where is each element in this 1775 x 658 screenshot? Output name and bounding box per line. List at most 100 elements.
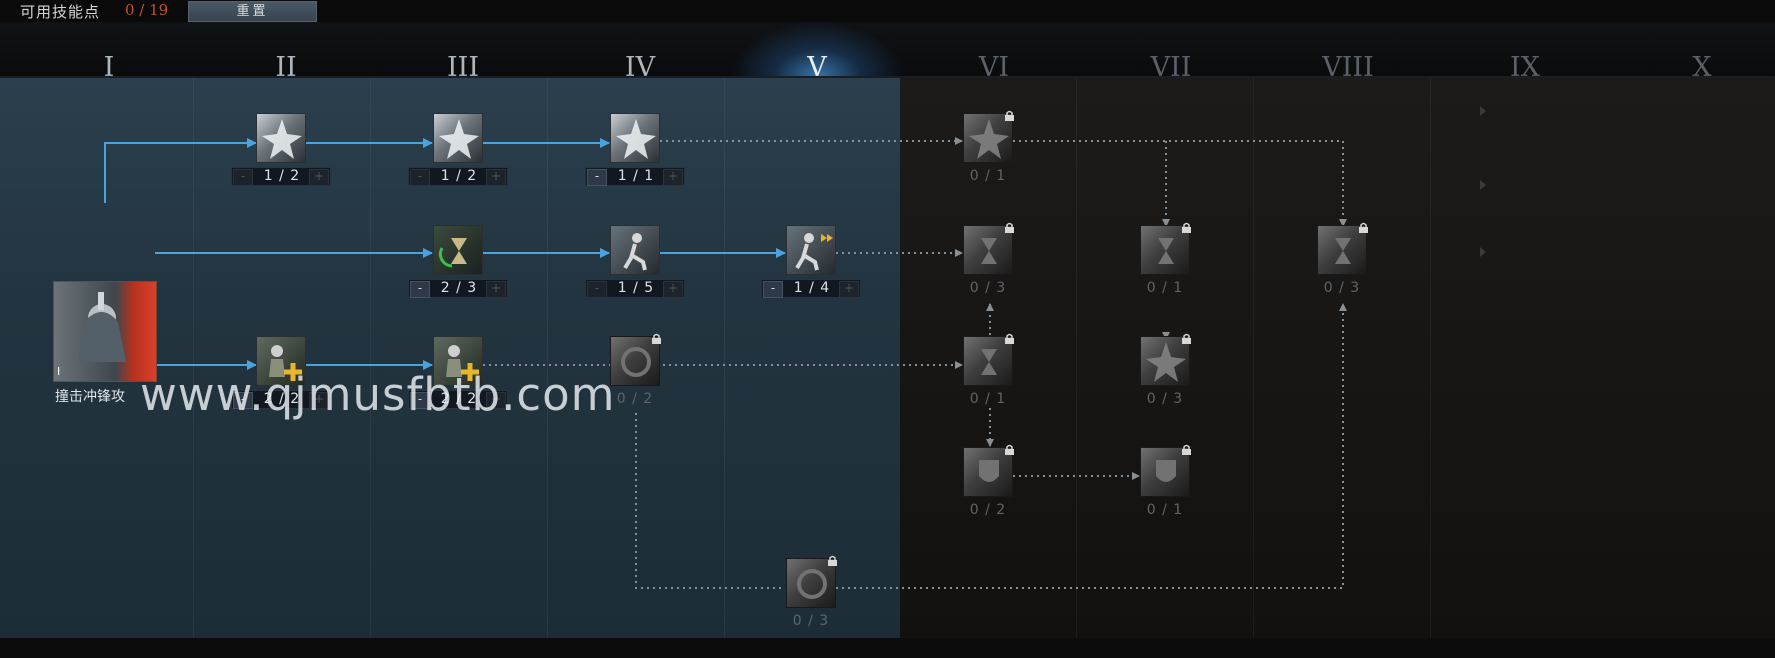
warrior-plus-icon[interactable]: [256, 336, 306, 386]
warrior-burst-icon[interactable]: [1140, 336, 1190, 386]
hourglass-icon[interactable]: [963, 225, 1013, 275]
skill-node-locked[interactable]: 0 / 1: [938, 333, 1038, 436]
decrease-level-button[interactable]: -: [410, 169, 430, 186]
warrior-plus-icon[interactable]: [433, 336, 483, 386]
tier-label[interactable]: I: [103, 52, 115, 83]
skill-node-locked[interactable]: 0 / 3: [761, 555, 861, 658]
decrease-level-button[interactable]: -: [587, 169, 607, 186]
info-row: [1480, 243, 1770, 283]
skill-level: 0 / 3: [1323, 280, 1361, 296]
spin-icon[interactable]: [610, 336, 660, 386]
skill-level: 1 / 2: [263, 168, 301, 184]
lock-icon: [1182, 333, 1191, 344]
lock-icon: [1182, 444, 1191, 455]
skill-node[interactable]: - 2 / 2 +: [408, 336, 508, 436]
skill-node[interactable]: - 2 / 2 +: [231, 336, 331, 436]
level-control: - 1 / 2 +: [408, 167, 508, 186]
top-bar: 可用技能点 0 / 19 重置: [0, 0, 1775, 22]
decrease-level-button[interactable]: -: [233, 169, 253, 186]
lock-icon: [1005, 222, 1014, 233]
tier-header: I II III IV V VI VII VIII IX X: [0, 22, 1775, 83]
increase-level-button[interactable]: +: [309, 392, 329, 409]
level-control: - 2 / 3 +: [408, 279, 508, 298]
hourglass-icon[interactable]: [1140, 225, 1190, 275]
shield-bash-icon[interactable]: [1140, 447, 1190, 497]
skill-node[interactable]: - 2 / 3 +: [408, 225, 508, 325]
lock-icon: [1005, 333, 1014, 344]
column-divider: [724, 78, 725, 638]
skill-tree-panel: I 撞击冲锋攻 - 1 / 2 + - 1 / 2 + - 1 / 1 +: [0, 78, 1775, 638]
tier-label[interactable]: II: [275, 52, 297, 83]
warrior-burst-icon[interactable]: [610, 113, 660, 163]
tier-label[interactable]: VIII: [1322, 52, 1374, 83]
skill-node-locked[interactable]: 0 / 3: [1115, 333, 1215, 436]
hourglass-icon[interactable]: [963, 336, 1013, 386]
skill-node-locked[interactable]: 0 / 2: [585, 333, 685, 436]
base-skill-tag: I: [57, 365, 61, 378]
lock-icon: [652, 333, 661, 344]
increase-level-button[interactable]: +: [486, 281, 506, 298]
tier-label[interactable]: IX: [1510, 52, 1540, 83]
info-bullet-icon: [1480, 106, 1486, 116]
locked-region: [900, 78, 1775, 638]
tier-label[interactable]: IV: [624, 52, 656, 83]
skill-node-locked[interactable]: 0 / 3: [1292, 222, 1392, 325]
skill-node[interactable]: - 1 / 2 +: [231, 113, 331, 213]
skill-level: 1 / 5: [617, 280, 655, 296]
decrease-level-button[interactable]: -: [233, 392, 253, 409]
decrease-level-button[interactable]: -: [587, 281, 607, 298]
tier-label[interactable]: VII: [1150, 52, 1192, 83]
skill-level: 0 / 1: [1146, 280, 1184, 296]
skill-node-locked[interactable]: 0 / 2: [938, 444, 1038, 547]
tier-label-active[interactable]: V: [807, 52, 827, 83]
hourglass-cooldown-icon[interactable]: [433, 225, 483, 275]
increase-level-button[interactable]: +: [486, 169, 506, 186]
shield-bash-icon[interactable]: [963, 447, 1013, 497]
skill-level: 0 / 1: [1146, 502, 1184, 518]
increase-level-button[interactable]: +: [839, 281, 859, 298]
locked-links: [483, 137, 1347, 589]
skill-node-locked[interactable]: 0 / 1: [1115, 444, 1215, 547]
skill-level: 2 / 2: [440, 391, 478, 407]
level-control: - 1 / 5 +: [585, 279, 685, 298]
skill-node[interactable]: - 1 / 5 +: [585, 225, 685, 325]
skill-level: 1 / 1: [617, 168, 655, 184]
base-skill-icon[interactable]: [53, 281, 157, 382]
skill-node-locked[interactable]: 0 / 1: [1115, 222, 1215, 325]
tier-label[interactable]: X: [1692, 52, 1712, 83]
level-control: - 1 / 2 +: [231, 167, 331, 186]
column-divider: [370, 78, 371, 638]
skill-node-locked[interactable]: 0 / 1: [938, 110, 1038, 213]
skill-node[interactable]: - 1 / 1 +: [585, 113, 685, 213]
level-control: - 1 / 4 +: [761, 279, 861, 298]
decrease-level-button[interactable]: -: [763, 281, 783, 298]
reset-button[interactable]: 重置: [188, 1, 317, 22]
skill-level: 0 / 1: [969, 168, 1007, 184]
spin-icon[interactable]: [786, 558, 836, 608]
increase-level-button[interactable]: +: [309, 169, 329, 186]
skill-node-locked[interactable]: 0 / 3: [938, 222, 1038, 325]
increase-level-button[interactable]: +: [663, 281, 683, 298]
base-skill-warrior-icon: [78, 292, 126, 362]
tier-label[interactable]: VI: [978, 52, 1010, 83]
decrease-level-button[interactable]: -: [410, 281, 430, 298]
column-divider: [193, 78, 194, 638]
runner-icon[interactable]: [610, 225, 660, 275]
hourglass-icon[interactable]: [1317, 225, 1367, 275]
skill-level: 1 / 2: [440, 168, 478, 184]
watermark: www.qjmusfbtb.com: [140, 368, 616, 421]
skill-node[interactable]: - 1 / 4 +: [761, 225, 861, 325]
info-bullet-icon: [1480, 180, 1486, 190]
increase-level-button[interactable]: +: [486, 392, 506, 409]
skill-level: 0 / 2: [969, 502, 1007, 518]
tier-label[interactable]: III: [447, 52, 479, 83]
skill-node[interactable]: - 1 / 2 +: [408, 113, 508, 213]
available-points-value: 0 / 19: [125, 1, 169, 19]
runner-speed-icon[interactable]: [786, 225, 836, 275]
increase-level-button[interactable]: +: [663, 169, 683, 186]
decrease-level-button[interactable]: -: [410, 392, 430, 409]
warrior-burst-icon[interactable]: [256, 113, 306, 163]
column-divider: [1253, 78, 1254, 638]
warrior-burst-icon[interactable]: [433, 113, 483, 163]
warrior-burst-icon[interactable]: [963, 113, 1013, 163]
